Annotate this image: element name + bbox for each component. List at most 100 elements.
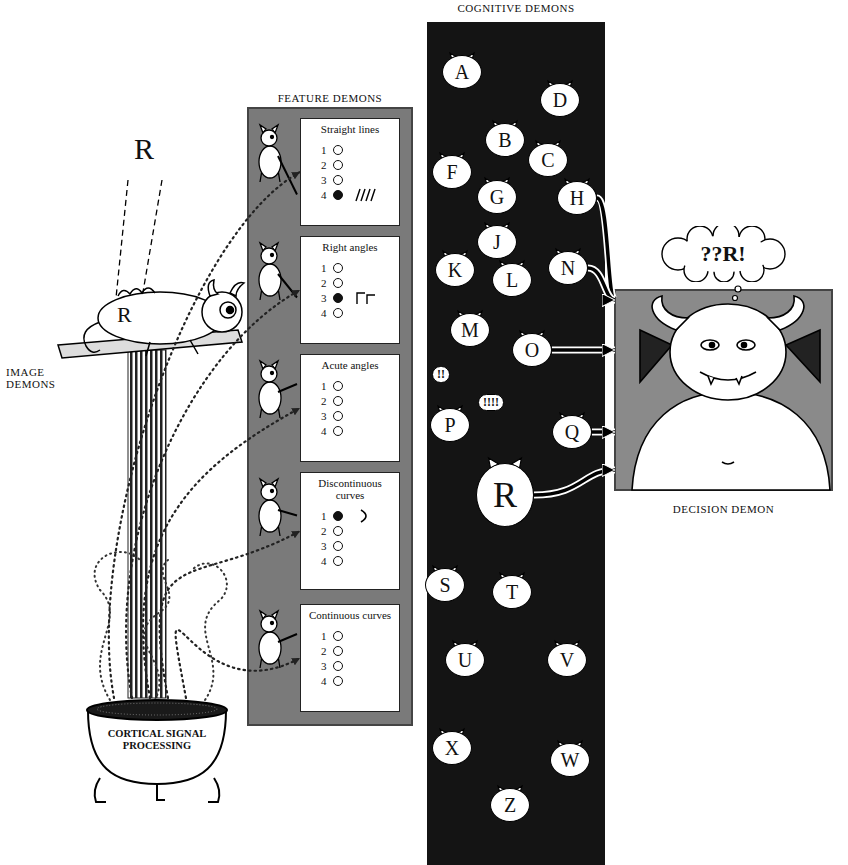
feature-row: 1 [305, 378, 395, 393]
vote-arrow [534, 470, 615, 495]
cognitive-demon: Q [552, 415, 592, 449]
demon-letter: B [498, 130, 511, 150]
demon-letter: D [553, 90, 567, 110]
demon-horns [260, 361, 278, 369]
demon-body [259, 632, 281, 664]
feature-demon [259, 361, 297, 418]
cognitive-demon: V [547, 643, 587, 677]
demon-letter: W [561, 750, 580, 770]
demon-body [259, 500, 281, 532]
vote-arrow [552, 350, 615, 351]
drawing-part [118, 288, 155, 296]
drawing-part [95, 552, 140, 700]
speech-bubble: !!!! [478, 394, 504, 411]
demon-body [259, 264, 281, 296]
drawing-part [202, 292, 242, 332]
drawing-part [208, 778, 219, 802]
demon-letter: X [445, 738, 459, 758]
count-number: 3 [321, 660, 330, 672]
signal-path [176, 630, 300, 698]
drawing-part [708, 376, 742, 384]
demon-letter: U [458, 650, 472, 670]
demon-horns [260, 125, 278, 133]
decision-panel-ground [615, 290, 832, 490]
feature-name: Right angles [305, 241, 395, 253]
feature-row: 3 [305, 658, 395, 673]
cognitive-demon: R [476, 463, 534, 527]
cognitive-demon: J [477, 225, 517, 259]
demon-letter: R [493, 477, 517, 513]
feature-name: Acute angles [305, 359, 395, 371]
demon-letter: A [455, 62, 469, 82]
demon-letter: T [506, 582, 518, 602]
glyph-stroke [361, 510, 366, 522]
decision-panel: DECISION DEMON [615, 290, 832, 520]
indicator-dot [333, 308, 343, 318]
cognitive-demon: Z [490, 788, 530, 822]
count-number: 4 [321, 675, 330, 687]
demon-letter: G [490, 187, 504, 207]
arrow-line [592, 430, 615, 434]
feature-box: Discontinuous curves1234 [300, 472, 400, 590]
dotted-line [126, 290, 300, 698]
count-number: 3 [321, 292, 330, 304]
indicator-dot [333, 631, 343, 641]
indicator-dot [333, 541, 343, 551]
indicator-dot [333, 160, 343, 170]
demon-eye [271, 372, 274, 375]
count-number: 4 [321, 555, 330, 567]
demon-letter: J [493, 232, 501, 252]
count-number: 2 [321, 525, 330, 537]
drawing-part [230, 282, 244, 296]
demon-body [259, 382, 281, 414]
feature-panel: FEATURE DEMONSStraight lines1234Right an… [248, 92, 412, 725]
drawing-part [95, 778, 106, 802]
demon-letter: Q [565, 422, 579, 442]
drawing-part [742, 343, 747, 348]
cauldron-brew [97, 703, 217, 715]
count-number: 2 [321, 395, 330, 407]
arrow-casing [588, 268, 615, 300]
feature-rows: 1234 [305, 142, 395, 202]
demon-letter: Z [504, 795, 516, 815]
cognitive-demon: M [450, 313, 490, 347]
indicator-dot [333, 556, 343, 566]
signal-pipe [128, 350, 166, 698]
demon-horns [260, 479, 278, 487]
cognitive-column: COGNITIVE DEMONSADBCFHGJKLNMOPQRSTUVXWZ [427, 2, 605, 865]
drawing-part [733, 296, 738, 301]
cognitive-demon: B [485, 123, 525, 157]
arrow-line [552, 348, 615, 352]
feature-row: 4 [305, 305, 395, 320]
vote-arrow [592, 432, 615, 433]
feature-row: 3 [305, 408, 395, 423]
feature-demon [259, 479, 297, 536]
feature-demon [259, 243, 297, 300]
demon-eye [271, 254, 274, 257]
glyph-stroke [361, 189, 365, 201]
feature-row: 2 [305, 643, 395, 658]
demon-eye [271, 490, 274, 493]
cognitive-demon: U [445, 643, 485, 677]
feature-row: 4 [305, 423, 395, 438]
drawing-part [710, 343, 715, 348]
drawing-part [722, 462, 734, 464]
indicator-dot [333, 646, 343, 656]
demon-letter: L [506, 270, 518, 290]
cognitive-demon: W [550, 743, 590, 777]
cognitive-demon: A [442, 55, 482, 89]
feature-row: 4 [305, 187, 395, 202]
feature-row: 2 [305, 157, 395, 172]
demon-letter: V [560, 650, 574, 670]
feature-name: Continuous curves [305, 609, 395, 621]
drawing-part [220, 302, 236, 318]
count-number: 3 [321, 410, 330, 422]
indicator-dot [333, 661, 343, 671]
drawing-part [786, 330, 820, 382]
feature-row: 1 [305, 142, 395, 157]
cognitive-demon: T [492, 575, 532, 609]
pointing-arm [278, 634, 297, 642]
indicator-dot [333, 175, 343, 185]
demon-horns [260, 243, 278, 251]
drawing-part [208, 280, 218, 296]
